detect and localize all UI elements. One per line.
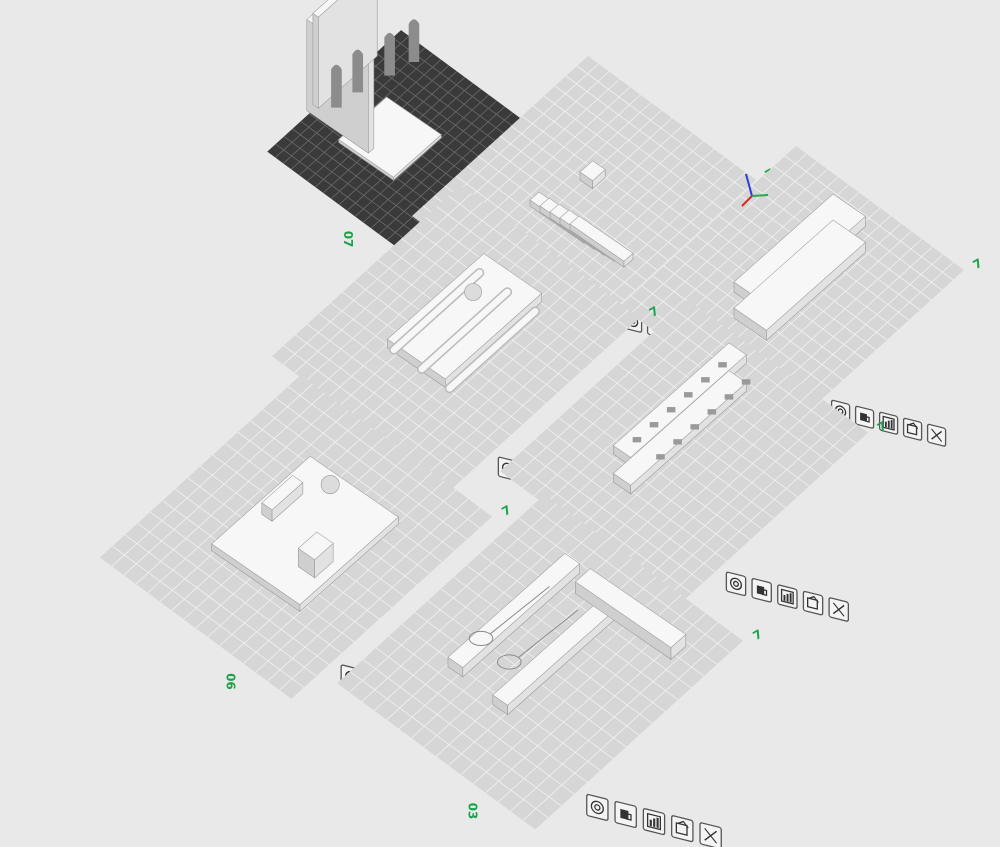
gear-icon [590,800,604,815]
plate-number-label: 07 [341,231,355,248]
settings-button[interactable] [586,793,609,821]
arrange-icon [780,588,794,605]
panel-detail[interactable] [579,160,606,190]
lock-button[interactable] [614,801,637,829]
orient-icon [675,820,689,836]
window-tiles-model[interactable] [733,0,866,341]
chapel-walls-model[interactable] [306,0,442,181]
axis-z [745,173,753,197]
plate-corner-mark: 7 [499,502,513,518]
floor-crate[interactable] [261,475,304,522]
plate-03[interactable]: 03 7 [337,494,765,847]
arrange-icon [646,812,662,831]
plate-06[interactable]: 06 7 [99,375,514,718]
window-tile-bottom[interactable] [733,219,866,341]
axis-gizmo [741,173,769,207]
plate-07[interactable]: 077 [267,0,548,259]
delete-button[interactable] [699,822,722,847]
orient-button[interactable] [902,417,923,441]
lock-button[interactable] [751,578,772,603]
arrange-button[interactable] [878,411,899,435]
close-icon [832,602,845,617]
plate-number-label: 06 [223,673,237,690]
close-icon [931,428,943,442]
orient-icon [906,422,919,436]
grate-holes [632,362,751,460]
plate-02[interactable]: 027 [499,300,889,622]
floor-pillar[interactable] [297,531,334,579]
axis-y [751,194,769,197]
floor-slab[interactable] [211,455,399,613]
rail-strip[interactable] [447,553,581,678]
delete-button[interactable] [828,597,850,622]
lock-icon [860,412,870,423]
floor-vent [320,475,340,494]
lock-icon [620,808,632,821]
plate-05[interactable]: 057 [271,185,661,507]
pipe-valve [464,283,482,301]
grate-strips-model[interactable] [612,342,751,495]
orient-icon [806,595,819,610]
orient-button[interactable] [671,815,694,843]
plate-corner-mark: 7 [970,256,984,272]
close-icon [704,827,718,844]
lock-icon [756,585,768,597]
plate-toolbar [725,571,850,622]
rail-cap[interactable] [574,568,687,661]
grate-strip[interactable] [612,370,747,495]
plate-grid [510,308,858,596]
orient-button[interactable] [802,590,824,616]
settings-button[interactable] [725,571,747,597]
wall-panel[interactable] [569,215,634,268]
gear-icon [729,577,743,591]
delete-button[interactable] [926,423,947,447]
floor-tile-model[interactable] [211,455,399,613]
ladder-slots [468,586,579,670]
ladder-strips-model[interactable] [447,553,687,716]
plate-toolbar [586,793,722,847]
axis-x [741,195,753,207]
wall-panels-model[interactable] [529,160,634,268]
lock-button[interactable] [854,405,875,429]
pipe-base[interactable] [387,253,543,389]
arrange-button[interactable] [642,808,666,836]
pipe-floor-model[interactable] [387,253,543,394]
rail-strip[interactable] [492,590,625,716]
arrange-icon [882,415,895,431]
plate-corner-mark: 7 [750,627,764,643]
plate-number-label: 03 [466,803,480,820]
arrange-button[interactable] [777,584,798,609]
